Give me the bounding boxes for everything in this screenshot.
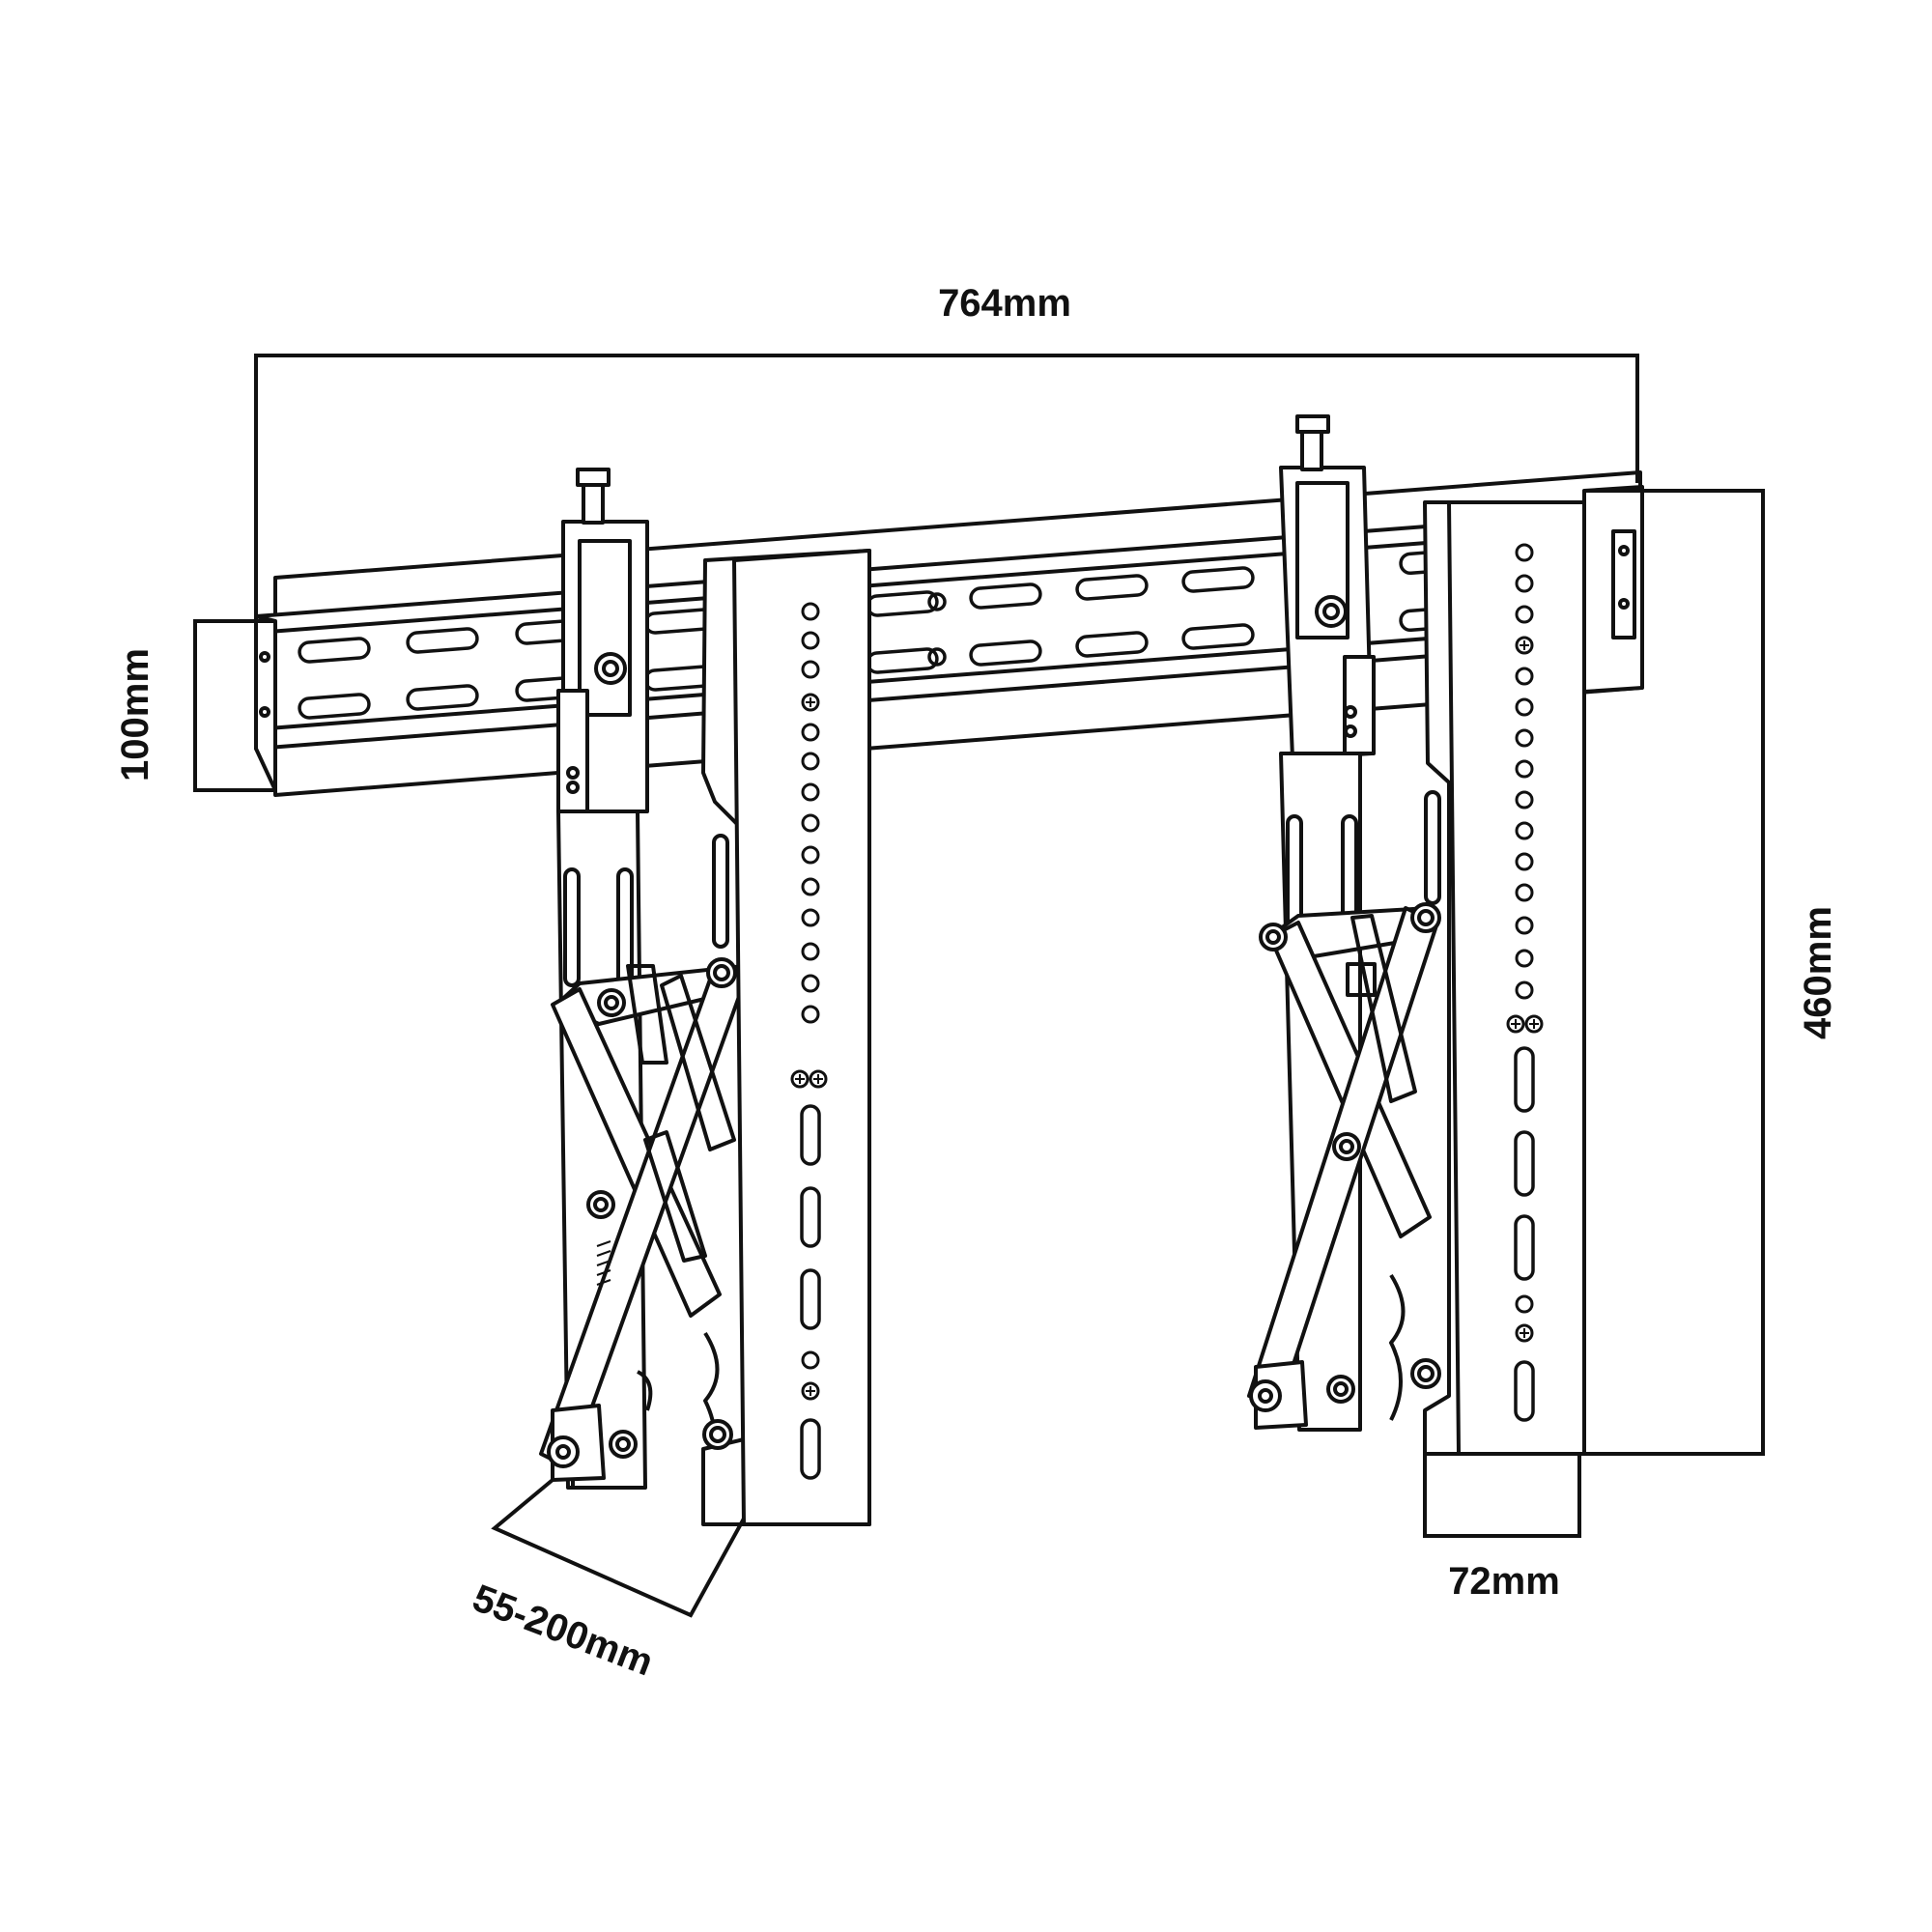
rail-height-label: 100mm bbox=[114, 648, 156, 781]
right-arm-slots bbox=[1514, 1046, 1535, 1422]
width-dimension-line bbox=[254, 354, 1639, 616]
left-bracket-assembly bbox=[539, 468, 871, 1526]
right-bracket-assembly bbox=[1247, 414, 1586, 1456]
arm-height-label: 460mm bbox=[1797, 906, 1839, 1039]
depth-label: 55-200mm bbox=[467, 1577, 658, 1684]
width-label: 764mm bbox=[938, 282, 1071, 325]
left-arm-slots bbox=[800, 1104, 821, 1480]
arm-height-dimension-line bbox=[1584, 489, 1765, 1456]
depth-dimension-line bbox=[491, 1478, 746, 1618]
arm-width-label: 72mm bbox=[1448, 1560, 1560, 1603]
dimension-lines bbox=[193, 354, 1765, 1618]
arm-width-dimension-line bbox=[1423, 1454, 1581, 1538]
rail-height-dimension-line bbox=[193, 619, 275, 792]
